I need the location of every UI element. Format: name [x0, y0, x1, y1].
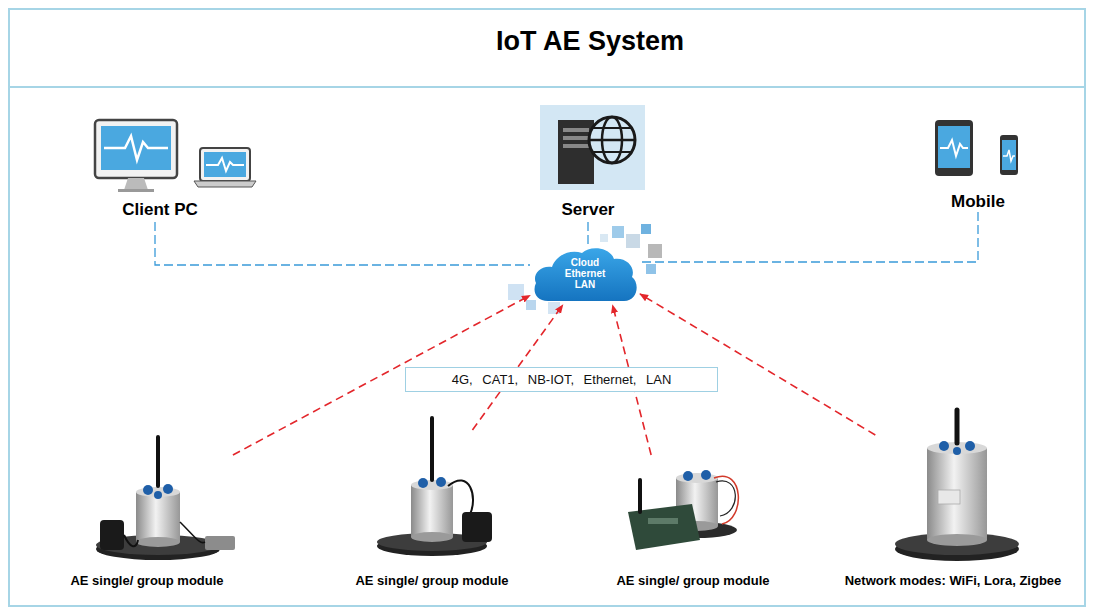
server-icon [540, 105, 645, 190]
monitor-icon [95, 120, 177, 192]
ae-module-device [628, 470, 738, 550]
ae-module-device [895, 410, 1019, 561]
frame [9, 9, 1085, 606]
title-divider [9, 86, 1085, 88]
node-label: Mobile [951, 192, 1005, 212]
node-label: Client PC [122, 200, 198, 220]
node-label: AE single/ group module [355, 573, 508, 589]
cloud-node: Cloud Ethernet LAN [530, 245, 640, 305]
ae-module-node: AE single/ group module [47, 455, 247, 595]
phone-icon [1000, 135, 1018, 175]
ae-module-device [96, 437, 235, 560]
ae-module-device [377, 418, 492, 556]
mobile-node: Mobile [925, 112, 1031, 212]
node-label: AE single/ group module [616, 573, 769, 589]
server-node: Server [530, 100, 646, 222]
laptop-icon [194, 148, 256, 187]
cloud-outline [535, 248, 637, 301]
client-pc-node: Client PC [70, 112, 250, 222]
node-label: AE single/ group module [70, 573, 223, 589]
diagram-title: IoT AE System [390, 26, 790, 57]
cloud-label: Cloud Ethernet LAN [555, 257, 615, 290]
ae-module-node: AE single/ group module [593, 455, 793, 595]
network-link [640, 212, 978, 262]
network-types-box: 4G, CAT1, NB-IOT, Ethernet, LAN [405, 367, 718, 392]
tablet-icon [935, 120, 973, 176]
node-label: Network modes: WiFi, Lora, Zigbee [845, 573, 1062, 589]
cloud-decoration [508, 224, 662, 314]
network-link [587, 222, 588, 245]
network-module-node: Network modes: WiFi, Lora, Zigbee [820, 435, 1086, 595]
uplink-arrow [640, 294, 875, 435]
network-link [155, 222, 530, 265]
node-label: Server [562, 200, 615, 220]
ae-module-node: AE single/ group module [332, 430, 532, 595]
